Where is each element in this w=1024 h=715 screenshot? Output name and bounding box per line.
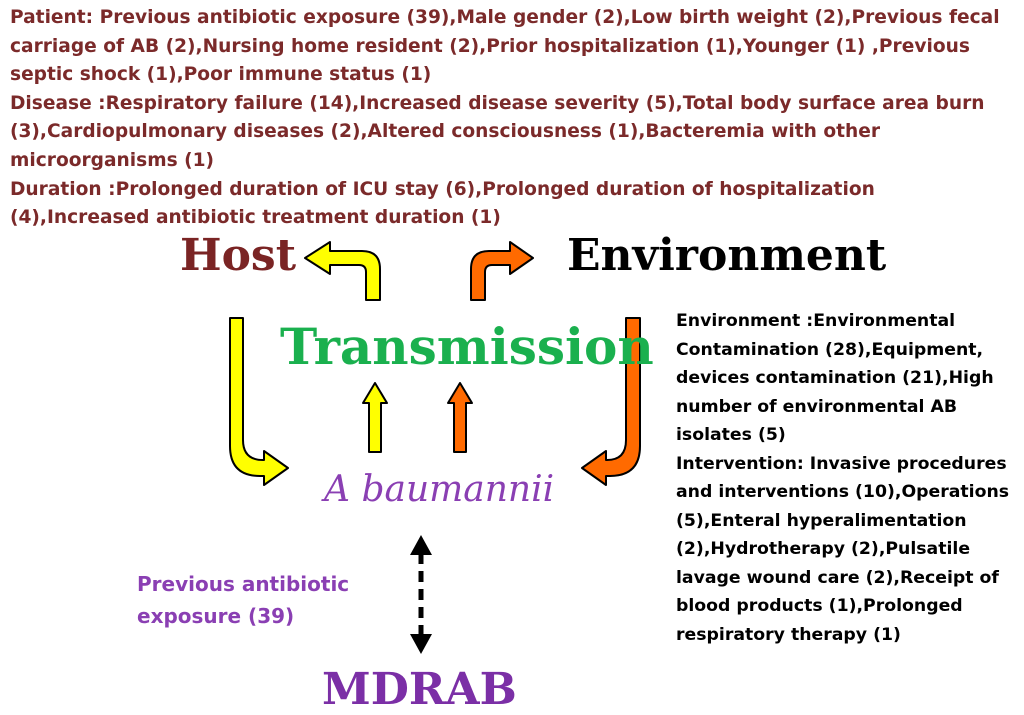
- environment-factors: Environment :Environmental Contamination…: [676, 311, 994, 445]
- environment-intervention-block: Environment :Environmental Contamination…: [676, 307, 1021, 649]
- patient-factors: Patient: Previous antibiotic exposure (3…: [10, 7, 1000, 86]
- yellow-up-arrow: [362, 382, 388, 453]
- host-to-baumannii-arrow: [229, 317, 289, 486]
- previous-antibiotic-exposure-note: Previous antibiotic exposure (39): [137, 572, 350, 628]
- disease-factors: Disease :Respiratory failure (14),Increa…: [10, 92, 985, 171]
- mdrab-label: MDRAB: [322, 664, 517, 715]
- environment-label: Environment: [567, 230, 887, 281]
- dashed-arrow-up-head: [410, 535, 432, 555]
- duration-factors: Duration :Prolonged duration of ICU stay…: [10, 178, 875, 229]
- environment-to-baumannii-arrow: [581, 317, 641, 486]
- host-label: Host: [180, 230, 297, 281]
- host-curved-arrow: [304, 241, 381, 301]
- risk-factors-top-block: Patient: Previous antibiotic exposure (3…: [10, 4, 1020, 233]
- transmission-label: Transmission: [280, 317, 654, 376]
- orange-up-arrow: [447, 382, 473, 453]
- dashed-arrow-down-head: [410, 634, 432, 654]
- environment-curved-arrow: [470, 241, 534, 301]
- intervention-factors: Intervention: Invasive procedures and in…: [676, 453, 1010, 645]
- baumannii-label: A baumannii: [324, 469, 555, 510]
